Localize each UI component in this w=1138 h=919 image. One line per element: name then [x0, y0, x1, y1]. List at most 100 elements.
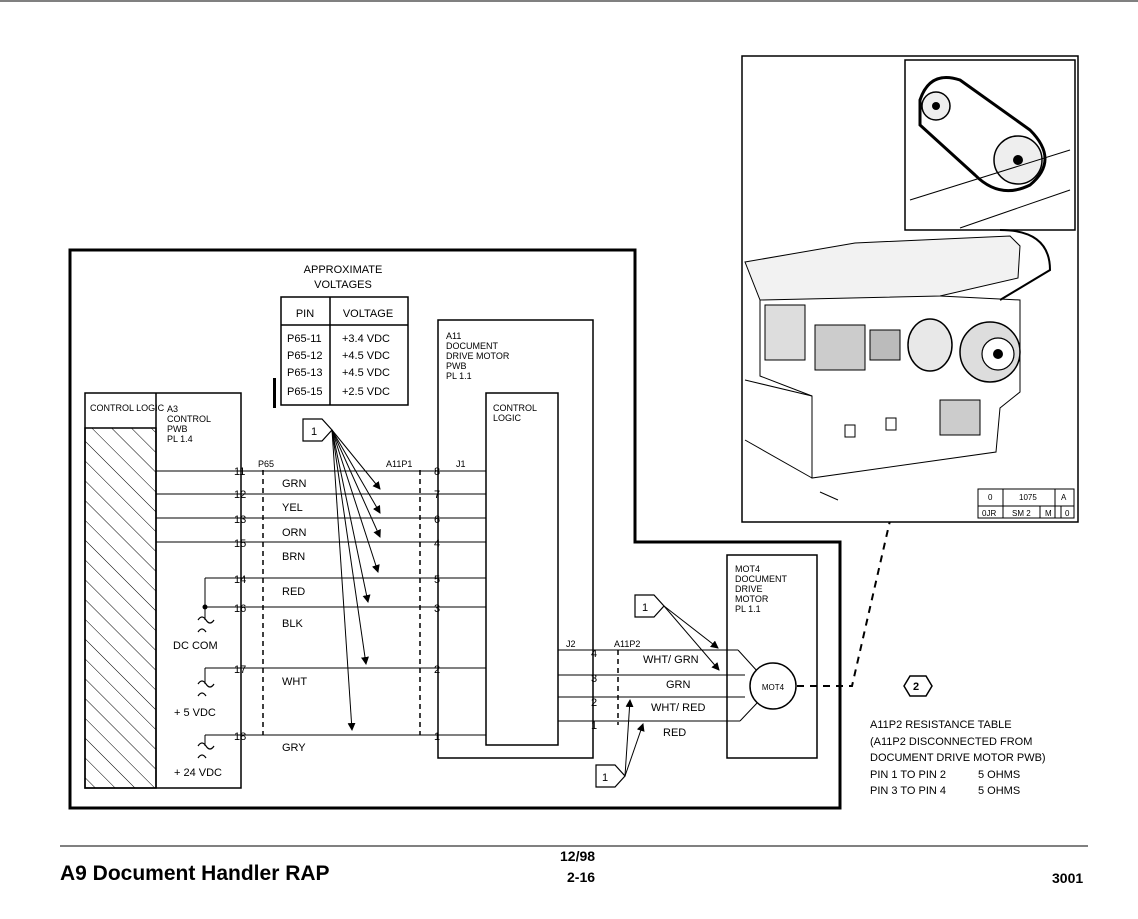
svg-text:5: 5: [434, 574, 440, 586]
svg-text:3: 3: [591, 673, 597, 685]
svg-text:1: 1: [434, 731, 440, 743]
a11p2-pin-numbers: 4 3 2 1: [591, 648, 597, 732]
a11p1-pin-numbers: 8 7 6 4 5 3 2 1: [434, 466, 440, 743]
motor-location-illustration: 0 1075 A 0JR SM 2 M 0: [741, 55, 1079, 523]
svg-text:0: 0: [988, 493, 993, 502]
callout-1-top: 1: [302, 418, 381, 731]
mot4-drive-motor: MOT4 DOCUMENT DRIVE MOTOR PL 1.1 MOT4: [726, 554, 818, 759]
voltage-table: APPROXIMATE VOLTAGES PIN VOLTAGE P65-11 …: [273, 264, 409, 408]
revision-date: 12/98: [560, 848, 596, 864]
svg-text:WHT/ RED: WHT/ RED: [651, 702, 705, 714]
svg-text:DOCUMENT: DOCUMENT: [446, 341, 498, 351]
svg-text:A: A: [1061, 493, 1067, 502]
svg-text:MOT4: MOT4: [735, 564, 760, 574]
svg-text:DC COM: DC COM: [173, 640, 218, 652]
j2-label: J2: [566, 639, 576, 649]
svg-text:2: 2: [591, 697, 597, 709]
svg-text:DRIVE MOTOR: DRIVE MOTOR: [446, 351, 510, 361]
page-number: 2-16: [567, 869, 596, 885]
svg-text:+ 5 VDC: + 5 VDC: [174, 707, 216, 719]
svg-text:VOLTAGE: VOLTAGE: [343, 308, 393, 320]
svg-text:11: 11: [234, 466, 245, 478]
a11-drive-motor-pwb: A11 DOCUMENT DRIVE MOTOR PWB PL 1.1 CONT…: [437, 319, 594, 759]
control-logic-label: CONTROL LOGIC: [90, 403, 165, 413]
svg-text:GRN: GRN: [282, 478, 307, 490]
svg-text:BRN: BRN: [282, 551, 305, 563]
svg-text:1: 1: [602, 772, 608, 784]
svg-text:A11: A11: [446, 331, 461, 341]
svg-text:2: 2: [913, 681, 919, 693]
svg-text:1: 1: [642, 602, 648, 614]
svg-text:15: 15: [234, 538, 246, 550]
svg-text:WHT/ GRN: WHT/ GRN: [643, 654, 699, 666]
svg-text:6: 6: [434, 514, 440, 526]
svg-text:17: 17: [234, 664, 246, 676]
callout-1-mid: 1: [634, 594, 720, 671]
svg-text:0: 0: [1065, 509, 1070, 518]
svg-text:WHT: WHT: [282, 676, 307, 688]
svg-text:+ 24 VDC: + 24 VDC: [174, 767, 222, 779]
svg-text:BLK: BLK: [282, 618, 303, 630]
svg-text:18: 18: [234, 731, 246, 743]
svg-text:8: 8: [434, 466, 440, 478]
svg-text:RED: RED: [282, 586, 305, 598]
svg-text:+2.5 VDC: +2.5 VDC: [342, 386, 390, 398]
p65-label: P65: [258, 459, 274, 469]
p65-wires: [156, 470, 486, 746]
svg-text:P65-15: P65-15: [287, 386, 322, 398]
p65-pin-numbers: 11 12 13 15 14 16 17 18: [234, 466, 246, 743]
svg-text:P65-11: P65-11: [287, 333, 322, 345]
svg-text:PL 1.1: PL 1.1: [735, 604, 761, 614]
svg-text:1: 1: [311, 426, 317, 438]
svg-text:GRY: GRY: [282, 742, 306, 754]
svg-text:ORN: ORN: [282, 527, 307, 539]
svg-text:4: 4: [434, 538, 440, 550]
j1-label: J1: [456, 459, 466, 469]
svg-text:M: M: [1045, 509, 1052, 518]
svg-text:PIN: PIN: [296, 308, 314, 320]
svg-text:DRIVE: DRIVE: [735, 584, 763, 594]
svg-text:13: 13: [234, 514, 246, 526]
svg-text:YEL: YEL: [282, 502, 303, 514]
svg-text:0JR: 0JR: [982, 509, 996, 518]
svg-text:7: 7: [434, 489, 440, 501]
power-supplies: DC COM + 5 VDC + 24 VDC: [173, 616, 222, 779]
svg-text:PWB: PWB: [167, 424, 188, 434]
a11p2-label: A11P2: [614, 639, 640, 649]
svg-text:+4.5 VDC: +4.5 VDC: [342, 367, 390, 379]
svg-text:+3.4 VDC: +3.4 VDC: [342, 333, 390, 345]
svg-text:3: 3: [434, 603, 440, 615]
svg-text:2: 2: [434, 664, 440, 676]
svg-text:14: 14: [234, 574, 246, 586]
svg-text:PL 1.1: PL 1.1: [446, 371, 472, 381]
svg-text:MOTOR: MOTOR: [735, 594, 769, 604]
svg-text:CONTROL: CONTROL: [493, 403, 537, 413]
a11p2-wire-labels: WHT/ GRN GRN WHT/ RED RED: [643, 654, 705, 739]
svg-text:A3: A3: [167, 404, 178, 414]
svg-text:4: 4: [591, 648, 597, 660]
svg-text:LOGIC: LOGIC: [493, 413, 522, 423]
svg-text:16: 16: [234, 603, 246, 615]
svg-text:DOCUMENT: DOCUMENT: [735, 574, 787, 584]
svg-text:1075: 1075: [1019, 493, 1037, 502]
diagram-frame: [68, 248, 842, 810]
a11p1-label: A11P1: [386, 459, 412, 469]
svg-text:VOLTAGES: VOLTAGES: [314, 279, 372, 291]
wire-color-labels: GRN YEL ORN BRN RED BLK WHT GRY: [282, 478, 307, 754]
svg-text:12: 12: [234, 489, 246, 501]
svg-text:P65-13: P65-13: [287, 367, 322, 379]
a3-control-pwb: CONTROL LOGIC A3 CONTROL PWB PL 1.4: [84, 392, 242, 789]
svg-text:SM 2: SM 2: [1012, 509, 1031, 518]
callout-1-bottom: 1: [595, 699, 645, 788]
svg-text:PWB: PWB: [446, 361, 467, 371]
svg-text:MOT4: MOT4: [762, 683, 785, 692]
a11p2-wires: [558, 649, 759, 722]
callout-2: 2: [903, 675, 933, 697]
svg-text:1: 1: [591, 720, 597, 732]
svg-text:APPROXIMATE: APPROXIMATE: [304, 264, 383, 276]
motor-photo-link: [797, 389, 921, 687]
document-title: A9 Document Handler RAP: [60, 862, 330, 885]
svg-text:GRN: GRN: [666, 679, 691, 691]
svg-text:RED: RED: [663, 727, 686, 739]
